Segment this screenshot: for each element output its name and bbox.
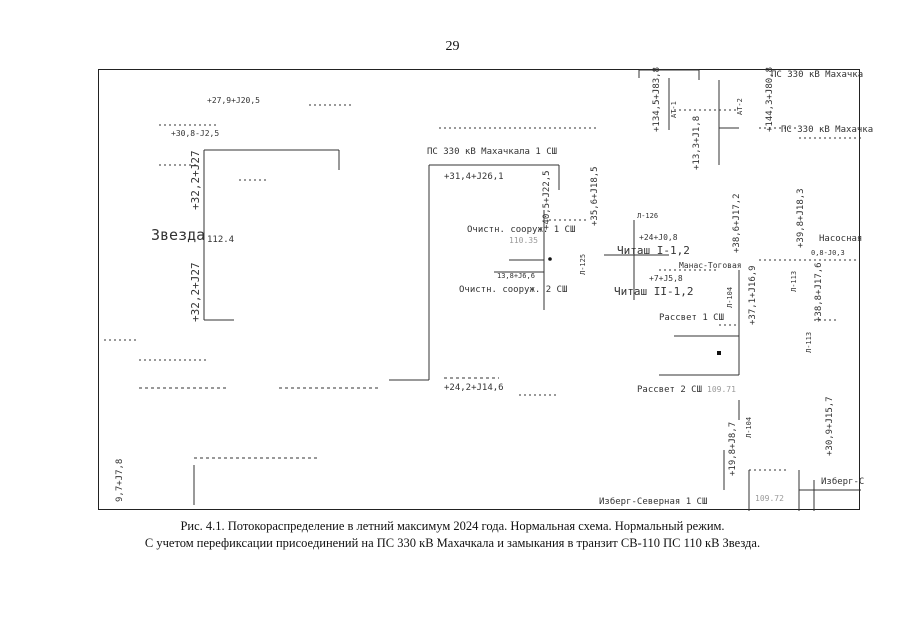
flow-bottom-left: 9,7+J7,8 — [115, 459, 125, 502]
zvezda-label: Звезда — [151, 226, 205, 244]
flow-398: +39,8+J18,3 — [796, 188, 806, 248]
ochist2-label: Очистн. сооруж. 2 СШ — [459, 285, 567, 295]
izberg-sev-label: Изберг-Северная 1 СШ — [599, 496, 707, 507]
flow-24: +24,2+J14,6 — [444, 383, 504, 393]
node-ochist — [548, 257, 552, 261]
l126-label: Л-126 — [637, 212, 658, 220]
flow-405: +40,5+J22,5 — [542, 170, 552, 230]
chitash2-label: Читаш II-1,2 — [614, 285, 693, 298]
flow-309: +30,9+J15,7 — [825, 396, 835, 456]
l104a-label: Л-104 — [726, 287, 734, 308]
flow-1345: +134,5+J83,8 — [652, 67, 662, 132]
zvezda-voltage: 112.4 — [207, 235, 234, 245]
l125-label: Л-125 — [579, 254, 587, 275]
ps330-top-label: ПС 330 кВ Махачка — [771, 70, 863, 80]
flow-198: +19,8+J8,7 — [728, 422, 738, 476]
page-number: 29 — [445, 39, 460, 54]
flow-133: +13,3+J1,8 — [692, 116, 702, 170]
ochist1-voltage: 110.35 — [509, 236, 538, 245]
at1-label: АТ-1 — [670, 101, 678, 118]
caption-line-1: Рис. 4.1. Потокораспределение в летний м… — [180, 519, 725, 533]
l113a-label: Л-113 — [790, 271, 798, 292]
flow-356: +35,6+J18,5 — [590, 166, 600, 226]
nasosnaya-label: Насосная — [819, 234, 862, 244]
ochist2-flow: 13,8+J6,6 — [497, 272, 535, 280]
flow-388: +38,8+J17,6 — [814, 262, 824, 322]
ochist1-label: Очистн. сооруж. 1 СШ — [467, 225, 575, 235]
node-rassvet — [717, 351, 721, 355]
izberg-sev-voltage: 109.72 — [755, 494, 784, 503]
ps330-1sh-label: ПС 330 кВ Махачкала 1 СШ — [427, 147, 557, 157]
rassvet2-label: Рассвет 2 СШ — [637, 385, 702, 395]
zvezda-flow-top: +32,2+J27 — [189, 150, 202, 210]
flow-386: +38,6+J17,2 — [732, 193, 742, 253]
flow-left: +30,8-J2,5 — [171, 129, 219, 138]
at2-label: АТ-2 — [736, 98, 744, 115]
ps330-right-label: ПС 330 кВ Махачка — [781, 125, 873, 135]
chitash1-label: Читаш I-1,2 — [617, 244, 690, 257]
izberg-s-label: Изберг-С — [821, 476, 864, 487]
power-flow-diagram: +27,9+J20,5 +30,8-J2,5 +32,2+J27 Звезда … — [98, 67, 873, 511]
manas-label: Манас-Тоговая — [679, 261, 742, 270]
l113b-label: Л-113 — [805, 332, 813, 353]
zvezda-flow-bottom: +32,2+J27 — [189, 262, 202, 322]
flow-top-left: +27,9+J20,5 — [207, 96, 260, 105]
flow-371: +37,1+J16,9 — [748, 265, 758, 325]
diagram-canvas: +27,9+J20,5 +30,8-J2,5 +32,2+J27 Звезда … — [104, 67, 873, 511]
rassvet2-voltage: 109.71 — [707, 385, 736, 394]
flow-1443: +144,3+J80,8 — [765, 67, 775, 132]
rassvet1-label: Рассвет 1 СШ — [659, 313, 724, 323]
flow-ps330: +31,4+J26,1 — [444, 172, 504, 182]
caption-line-2: С учетом перефиксации присоединений на П… — [144, 536, 761, 550]
chitash2-flow: +7+J5,8 — [649, 274, 683, 283]
nasosnaya-flow: 0,8-J0,3 — [811, 249, 845, 257]
l104b-label: Л-104 — [745, 417, 753, 438]
chitash1-flow: +24+J0,8 — [639, 233, 678, 242]
